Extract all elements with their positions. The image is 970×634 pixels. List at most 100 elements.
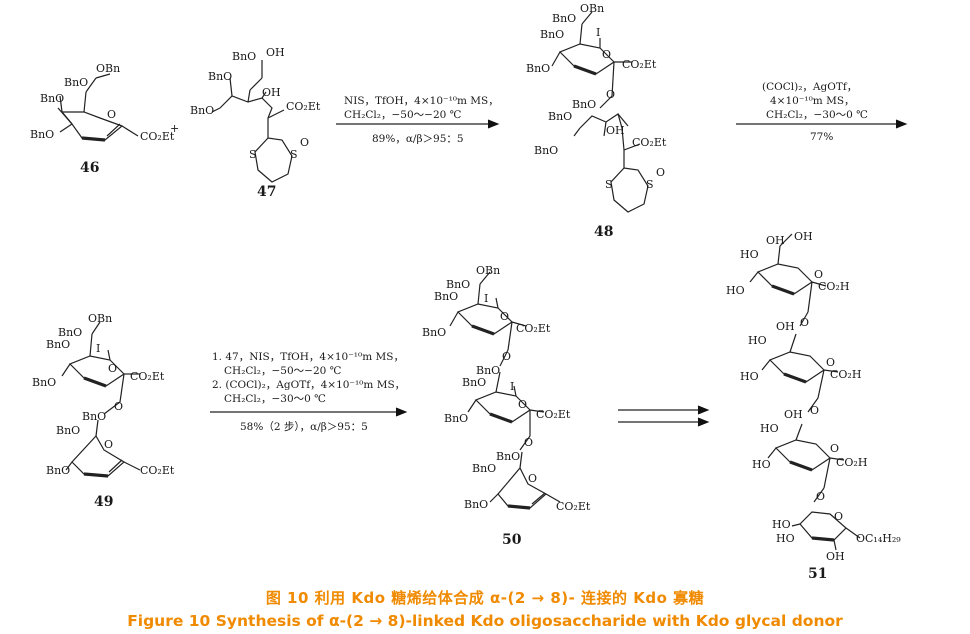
oh-label: OH <box>776 320 795 333</box>
bno-label: BnO <box>572 98 596 111</box>
ester-label: CO₂Et <box>140 464 175 477</box>
reaction-scheme: OBn BnO BnO BnO O CO₂Et 46 + BnO OH BnO … <box>30 2 908 582</box>
ho-label: HO <box>752 458 771 471</box>
reaction-arrow-1: NIS，TfOH，4×10⁻¹⁰m MS， CH₂Cl₂，−50～−20 ℃ 8… <box>336 95 500 145</box>
ring-oxygen: O <box>107 108 116 121</box>
sulfur-label: S <box>605 178 613 191</box>
iodo-label: I <box>484 292 488 305</box>
linkage-oxygen: O <box>502 350 511 363</box>
sulfur-label: S <box>290 148 298 161</box>
bno-label: BnO <box>472 462 496 475</box>
bno-label: BnO <box>462 376 486 389</box>
compound-number: 47 <box>257 184 276 200</box>
iodo-label: I <box>510 380 514 393</box>
plus-sign: + <box>170 122 179 135</box>
reaction-arrow-3: 1. 47，NIS，TfOH，4×10⁻¹⁰m MS， CH₂Cl₂，−50～−… <box>210 351 408 433</box>
ester-label: CO₂Et <box>556 500 591 513</box>
oh-label: OH <box>266 46 285 59</box>
bno-label: BnO <box>208 70 232 83</box>
ho-label: HO <box>748 334 767 347</box>
figure-caption-english: Figure 10 Synthesis of α-(2 → 8)-linked … <box>127 612 843 630</box>
bno-label: BnO <box>444 412 468 425</box>
alkyl-tail-label: OC₁₄H₂₉ <box>856 532 901 545</box>
condition-line: CH₂Cl₂，−50～−20 ℃ <box>344 109 462 121</box>
oh-label: OH <box>262 86 281 99</box>
reaction-arrow-2: (COCl)₂，AgOTf， 4×10⁻¹⁰m MS， CH₂Cl₂，−30～0… <box>736 81 908 143</box>
ester-label: CO₂Et <box>140 130 175 143</box>
ho-label: HO <box>760 422 779 435</box>
ring-oxygen: O <box>108 362 117 375</box>
oh-label: OH <box>826 550 845 563</box>
bno-label: BnO <box>422 326 446 339</box>
linkage-oxygen: O <box>606 88 615 101</box>
bno-label: BnO <box>190 104 214 117</box>
bno-label: BnO <box>476 364 500 377</box>
condition-line: NIS，TfOH，4×10⁻¹⁰m MS， <box>344 95 499 107</box>
sulfur-label: S <box>646 178 654 191</box>
bno-label: BnO <box>232 50 256 63</box>
ring-oxygen: O <box>528 472 537 485</box>
bno-label: BnO <box>32 376 56 389</box>
iodo-label: I <box>596 26 600 39</box>
condition-line: CH₂Cl₂，−30～0 ℃ <box>224 393 326 405</box>
bno-label: BnO <box>540 28 564 41</box>
sulfur-label: S <box>249 148 257 161</box>
ester-label: CO₂Et <box>536 408 571 421</box>
yield-label: 89%，α/β＞95：5 <box>372 133 464 145</box>
ho-label: HO <box>740 248 759 261</box>
ring-oxygen: O <box>814 268 823 281</box>
bno-label: BnO <box>534 144 558 157</box>
ring-oxygen: O <box>104 438 113 451</box>
compound-number: 48 <box>594 224 613 240</box>
ho-label: HO <box>772 518 791 531</box>
compound-number: 46 <box>80 160 99 176</box>
acid-label: CO₂H <box>818 280 849 293</box>
bno-label: BnO <box>552 12 576 25</box>
ester-label: CO₂Et <box>130 370 165 383</box>
acid-label: CO₂H <box>830 368 861 381</box>
condition-line: (COCl)₂，AgOTf， <box>762 81 857 93</box>
compound-46: OBn BnO BnO BnO O CO₂Et 46 <box>30 62 175 176</box>
bno-label: BnO <box>64 76 88 89</box>
compound-number: 49 <box>94 494 113 510</box>
ho-label: HO <box>776 532 795 545</box>
linkage-oxygen: O <box>114 400 123 413</box>
bno-label: BnO <box>46 464 70 477</box>
oh-label: OH <box>794 230 813 243</box>
yield-label: 77% <box>810 131 833 143</box>
ring-oxygen: O <box>830 442 839 455</box>
condition-line: 2. (COCl)₂，AgOTf，4×10⁻¹⁰m MS， <box>212 379 405 391</box>
compound-number: 50 <box>502 532 522 548</box>
oh-label: OH <box>784 408 803 421</box>
obn-label: OBn <box>96 62 120 75</box>
compound-51: OH OH HO O HO CO₂H O OH HO HO O CO₂H O O… <box>726 230 901 582</box>
sulfoxide-oxygen: O <box>656 166 665 179</box>
iodo-label: I <box>96 342 100 355</box>
bno-label: BnO <box>434 290 458 303</box>
bno-label: BnO <box>56 424 80 437</box>
bno-label: BnO <box>496 450 520 463</box>
condition-line: CH₂Cl₂，−50～−20 ℃ <box>224 365 342 377</box>
compound-49: OBn BnO BnO I O BnO CO₂Et O BnO BnO O Bn… <box>32 312 175 510</box>
ester-label: CO₂Et <box>632 136 667 149</box>
figure-caption-chinese: 图 10 利用 Kdo 糖烯给体合成 α-(2 → 8)- 连接的 Kdo 寡糖 <box>265 589 705 607</box>
compound-number: 51 <box>808 566 827 582</box>
compound-47: BnO OH BnO OH BnO CO₂Et S S O 47 <box>190 46 321 200</box>
bno-label: BnO <box>526 62 550 75</box>
linkage-oxygen: O <box>800 316 809 329</box>
ester-label: CO₂Et <box>516 322 551 335</box>
oh-label: OH <box>766 234 785 247</box>
acid-label: CO₂H <box>836 456 867 469</box>
oh-label: OH <box>606 124 625 137</box>
ring-oxygen: O <box>834 510 843 523</box>
bno-label: BnO <box>40 92 64 105</box>
condition-line: CH₂Cl₂，−30～0 ℃ <box>766 109 868 121</box>
bno-label: BnO <box>548 110 572 123</box>
ester-label: CO₂Et <box>622 58 657 71</box>
bno-label: BnO <box>82 410 106 423</box>
ho-label: HO <box>726 284 745 297</box>
sulfoxide-oxygen: O <box>300 136 309 149</box>
bno-label: BnO <box>46 338 70 351</box>
obn-label: OBn <box>88 312 112 325</box>
bno-label: BnO <box>464 498 488 511</box>
